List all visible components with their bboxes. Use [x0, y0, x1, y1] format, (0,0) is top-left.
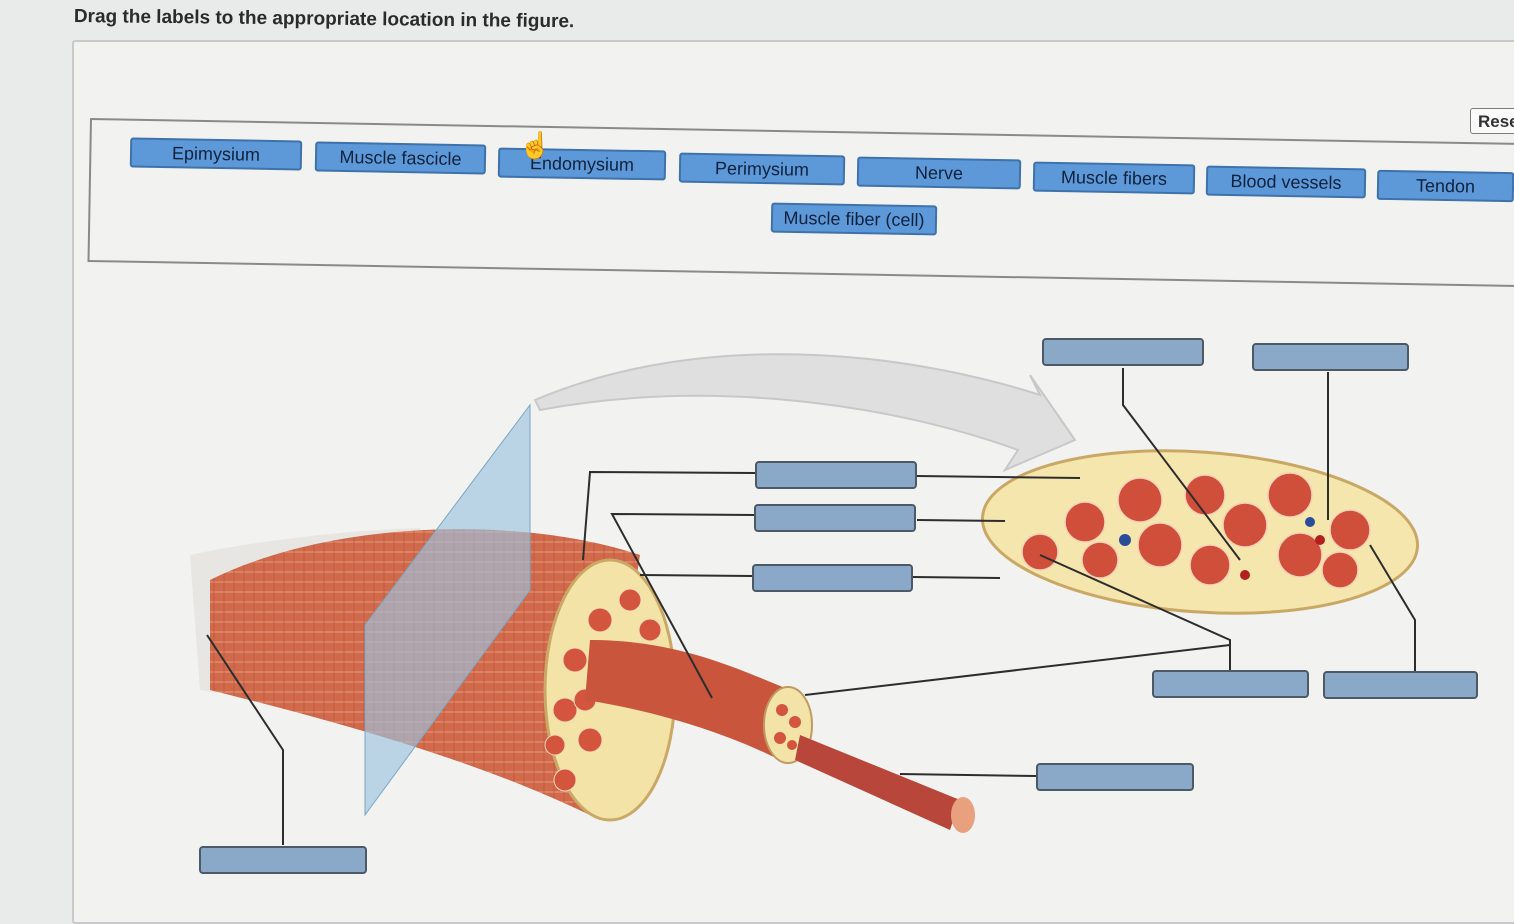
drop-target-2[interactable] [1252, 343, 1409, 371]
reset-button[interactable]: Rese [1470, 108, 1514, 134]
hand-cursor-icon: ☝ [519, 130, 552, 160]
section-plane [364, 403, 531, 817]
drop-target-3[interactable] [755, 461, 917, 489]
magnify-arrow [533, 353, 1077, 473]
muscle-fiber [795, 735, 960, 830]
drop-target-7[interactable] [1323, 671, 1478, 699]
muscle-anatomy-figure [190, 353, 1420, 845]
drop-target-8[interactable] [1036, 763, 1194, 791]
drop-target-9[interactable] [199, 846, 367, 874]
drop-target-5[interactable] [752, 564, 913, 592]
drop-target-1[interactable] [1042, 338, 1204, 366]
drop-target-4[interactable] [754, 504, 916, 532]
fascicle-cylinder [585, 640, 790, 760]
fiber-end [951, 797, 975, 833]
drop-target-6[interactable] [1152, 670, 1309, 698]
